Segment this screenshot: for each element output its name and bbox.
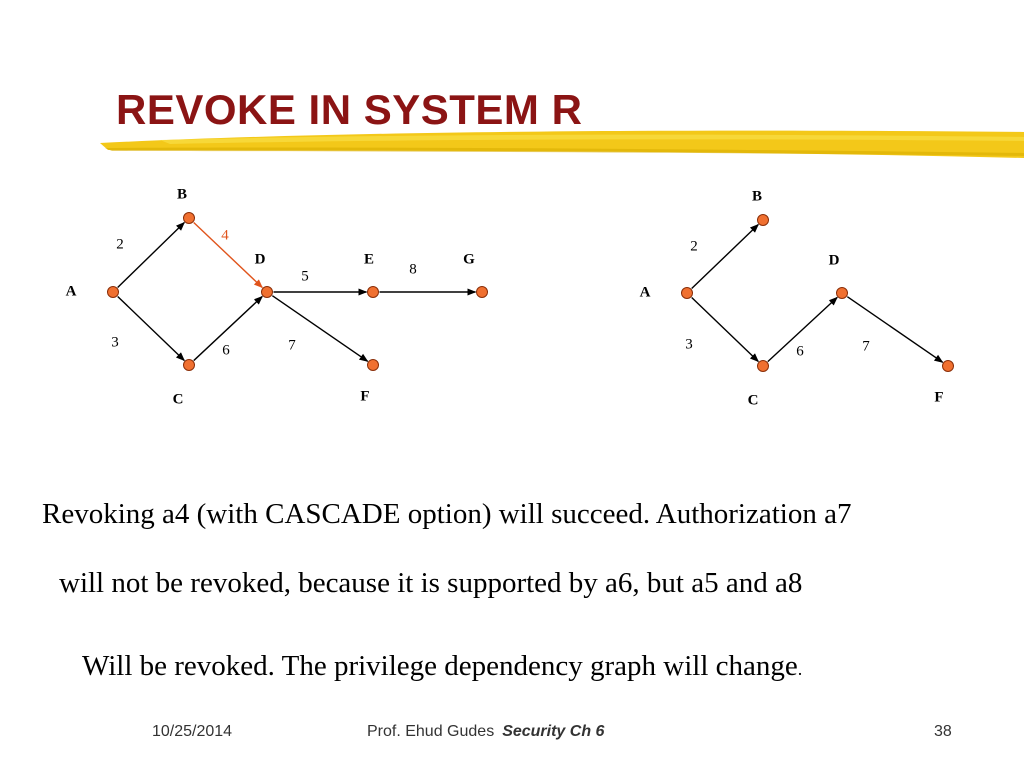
before-edge-c-d — [193, 295, 263, 362]
before-edge-label-8: 8 — [409, 261, 417, 277]
before-edge-d-f — [271, 295, 369, 362]
after-node-d — [836, 287, 848, 299]
before-edge-label-5: 5 — [301, 268, 309, 284]
after-edge-c-d — [767, 296, 838, 363]
before-edge-label-3: 3 — [111, 334, 119, 350]
after-node-label-c: C — [748, 392, 759, 408]
after-edge-label-7: 7 — [862, 338, 870, 354]
before-node-label-c: C — [173, 391, 184, 407]
before-edge-a-c — [117, 295, 185, 362]
after-node-c — [757, 360, 769, 372]
before-node-label-b: B — [177, 186, 187, 202]
after-node-f — [942, 360, 954, 372]
before-edge-label-2: 2 — [116, 236, 124, 252]
before-node-label-g: G — [463, 251, 475, 267]
before-node-a — [107, 286, 119, 298]
before-node-g — [476, 286, 488, 298]
after-edge-a-b — [691, 223, 759, 290]
after-edge-label-6: 6 — [796, 343, 804, 359]
after-node-label-b: B — [752, 188, 762, 204]
before-node-c — [183, 359, 195, 371]
after-node-label-f: F — [934, 389, 943, 405]
slide-title: REVOKE IN SYSTEM R — [116, 86, 583, 133]
before-node-label-a: A — [66, 283, 77, 299]
before-node-label-f: F — [360, 388, 369, 404]
before-node-f — [367, 359, 379, 371]
after-edge-d-f — [846, 296, 944, 363]
footer-author: Prof. Ehud Gudes Security Ch 6 — [367, 723, 604, 741]
before-edge-label-6: 6 — [222, 342, 230, 358]
before-node-label-d: D — [255, 251, 266, 267]
after-edge-a-c — [691, 296, 759, 363]
before-node-e — [367, 286, 379, 298]
after-node-label-d: D — [829, 252, 840, 268]
before-edge-b-d — [193, 221, 263, 289]
explanation-line-2: will not be revoked, because it is suppo… — [59, 567, 803, 599]
footer-page-number: 38 — [934, 723, 952, 740]
before-node-d — [261, 286, 273, 298]
before-edge-label-4: 4 — [221, 227, 229, 243]
before-node-b — [183, 212, 195, 224]
before-edge-a-b — [117, 221, 185, 288]
after-edge-label-3: 3 — [685, 336, 693, 352]
explanation-line-3-end: . — [797, 659, 803, 679]
explanation-line-1: Revoking a4 (with CASCADE option) will s… — [42, 498, 852, 530]
footer-date: 10/25/2014 — [152, 723, 233, 740]
after-node-b — [757, 214, 769, 226]
after-node-a — [681, 287, 693, 299]
explanation-line-3-text: Will be revoked. The privilege dependenc… — [82, 650, 798, 682]
graph-before-revoke: 2 3 4 5 6 7 8A B C D E F G — [66, 186, 488, 407]
footer-course: Security Ch 6 — [502, 723, 605, 740]
graph-after-revoke: 2 3 6 7 A B C D F — [640, 188, 954, 408]
before-edge-label-7: 7 — [288, 337, 296, 353]
footer-author-name: Prof. Ehud Gudes — [367, 723, 495, 740]
after-node-label-a: A — [640, 284, 651, 300]
before-node-label-e: E — [364, 251, 374, 267]
after-edge-label-2: 2 — [690, 238, 698, 254]
explanation-line-3: Will be revoked. The privilege dependenc… — [82, 650, 802, 683]
